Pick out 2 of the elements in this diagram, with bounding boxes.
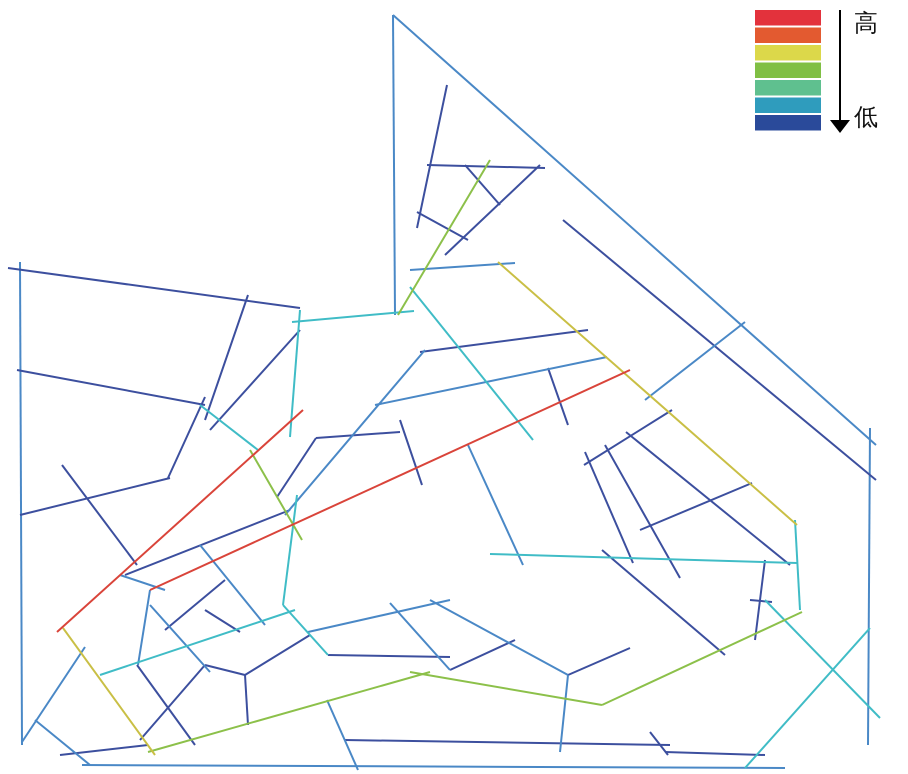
scale-label: 高 (854, 10, 878, 36)
scale-label: 低 (854, 104, 878, 130)
